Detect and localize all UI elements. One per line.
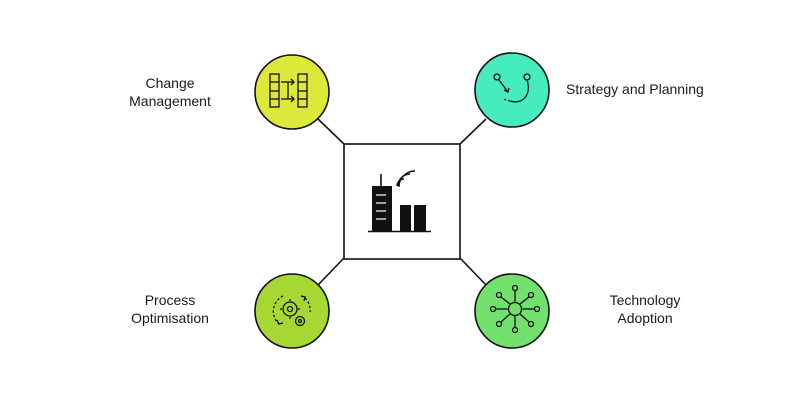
connector-process-optimisation	[317, 257, 345, 286]
label-strategy-planning-line1: Strategy and Planning	[566, 81, 704, 97]
label-process-optimisation-line1: Process	[144, 292, 196, 308]
label-technology-adoption-line2: Adoption	[617, 310, 673, 326]
label-technology-adoption: Technology Adoption	[585, 291, 705, 327]
label-strategy-planning: Strategy and Planning	[566, 80, 766, 98]
connector-change-management	[317, 118, 345, 145]
label-change-management: Change Management	[110, 74, 230, 110]
gears-cycle-icon	[272, 295, 311, 327]
kanban-flow-icon	[269, 73, 308, 108]
circle-strategy-planning	[474, 52, 550, 128]
node-technology-adoption	[474, 273, 550, 349]
connector-strategy-planning	[459, 118, 487, 145]
office-building-signal-icon	[368, 170, 431, 233]
center-box	[343, 143, 461, 260]
label-change-management-line1: Change	[145, 75, 195, 91]
node-strategy-planning	[474, 52, 550, 128]
node-change-management	[254, 54, 330, 130]
label-technology-adoption-line1: Technology	[609, 292, 681, 308]
connector-technology-adoption	[459, 257, 487, 286]
route-arrow-icon	[493, 73, 531, 103]
circle-change-management	[254, 54, 330, 130]
network-hub-icon	[489, 284, 541, 334]
label-process-optimisation-line2: Optimisation	[131, 310, 209, 326]
label-process-optimisation: Process Optimisation	[110, 291, 230, 327]
label-change-management-line2: Management	[129, 93, 211, 109]
node-process-optimisation	[254, 273, 330, 349]
